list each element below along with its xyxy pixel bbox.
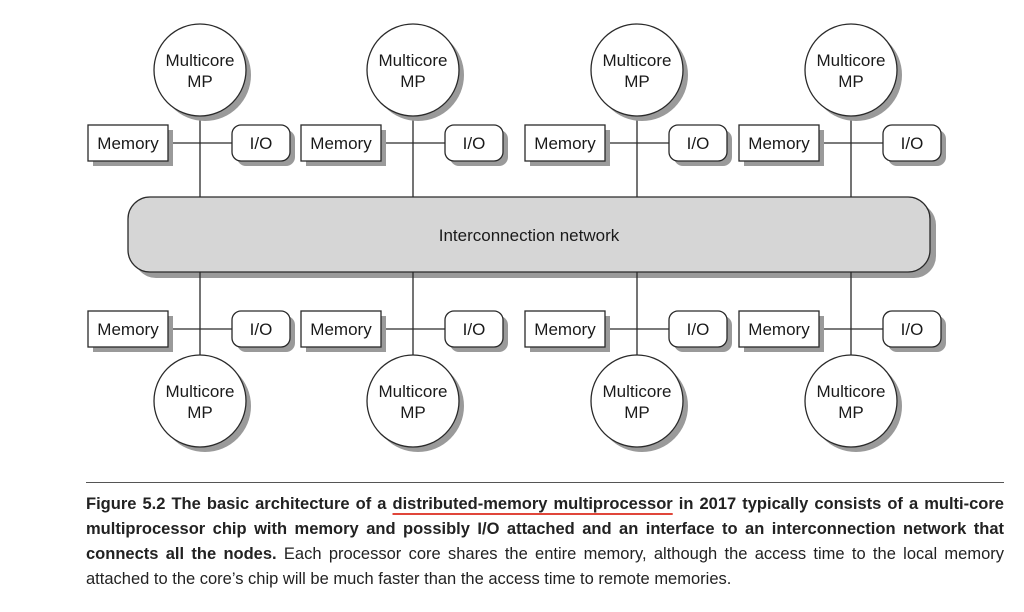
memory-box [87,310,169,348]
memory-box [524,310,606,348]
processor-label-line2: MP [838,403,864,422]
processor-label-line1: Multicore [817,51,886,70]
multicore-processor-circle [590,354,684,448]
io-box [444,124,504,162]
processor-label-line2: MP [187,403,213,422]
processor-label-line1: Multicore [817,382,886,401]
interconnection-network: Interconnection network [127,196,936,278]
processor-label-line2: MP [838,72,864,91]
multicore-processor-circle [590,23,684,117]
io-box [444,310,504,348]
io-box [882,124,942,162]
io-box [882,310,942,348]
processor-label-line1: Multicore [166,382,235,401]
memory-label: Memory [748,134,810,153]
memory-box [524,124,606,162]
figure-caption: Figure 5.2 The basic architecture of a d… [86,492,1004,592]
io-label: I/O [901,320,924,339]
io-label: I/O [687,134,710,153]
caption-normal-text: Each processor core shares the entire me… [86,545,1004,588]
io-label: I/O [463,134,486,153]
multicore-processor-circle [153,354,247,448]
io-label: I/O [687,320,710,339]
caption-highlight: distributed-memory multiprocessor [392,495,673,513]
processor-label-line1: Multicore [379,382,448,401]
processor-label-line2: MP [624,72,650,91]
io-box [668,310,728,348]
processor-label-line1: Multicore [603,51,672,70]
io-label: I/O [463,320,486,339]
caption-figure-label: Figure 5.2 [86,495,166,513]
caption-bold-post: in 2017 typically consists of a multi-co… [86,495,1004,563]
io-box [231,310,291,348]
caption-divider [86,482,1004,483]
io-box [668,124,728,162]
io-label: I/O [901,134,924,153]
processor-label-line2: MP [400,403,426,422]
processor-label-line1: Multicore [166,51,235,70]
memory-box [87,124,169,162]
memory-label: Memory [310,134,372,153]
memory-label: Memory [97,320,159,339]
memory-box [300,124,382,162]
caption-bold-pre: The basic architecture of a [165,495,393,513]
io-label: I/O [250,134,273,153]
processor-label-line2: MP [624,403,650,422]
memory-label: Memory [748,320,810,339]
processor-label-line1: Multicore [379,51,448,70]
processor-label-line1: Multicore [603,382,672,401]
multicore-processor-circle [804,354,898,448]
io-label: I/O [250,320,273,339]
interconnection-network-label: Interconnection network [439,226,620,245]
multicore-processor-circle [804,23,898,117]
memory-label: Memory [534,134,596,153]
memory-box [738,124,820,162]
multicore-processor-circle [366,23,460,117]
memory-label: Memory [310,320,372,339]
memory-label: Memory [534,320,596,339]
memory-box [300,310,382,348]
memory-box [738,310,820,348]
multicore-processor-circle [366,354,460,448]
multicore-processor-circle [153,23,247,117]
processor-label-line2: MP [187,72,213,91]
processor-label-line2: MP [400,72,426,91]
io-box [231,124,291,162]
memory-label: Memory [97,134,159,153]
